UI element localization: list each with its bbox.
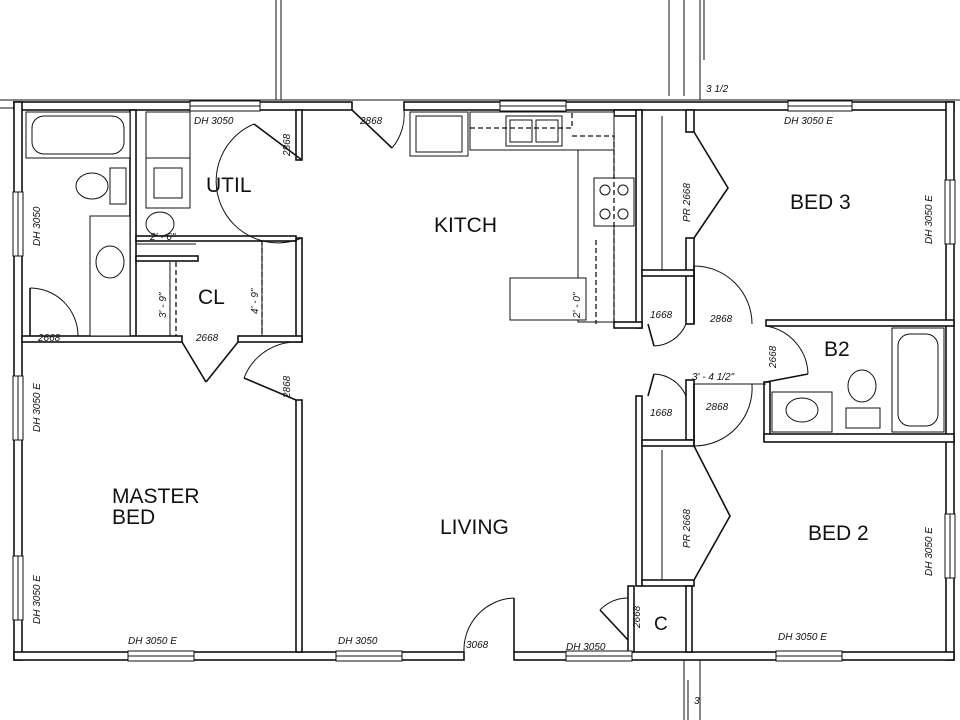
- dim-util-width: 2' - 6": [149, 232, 176, 243]
- tag-window-bed2-right: DH 3050 E: [924, 527, 935, 576]
- tag-window-util-top: DH 3050: [194, 116, 234, 127]
- tag-door-master: 2868: [282, 375, 293, 399]
- dim-bar: 2' - 0": [572, 292, 583, 319]
- doors: [29, 109, 809, 653]
- door-bed3: [693, 265, 753, 325]
- room-label-master-1: MASTER: [112, 485, 200, 508]
- interior-walls: [21, 109, 955, 653]
- door-entry-top: [351, 109, 405, 149]
- tag-window-master-left-lower: DH 3050 E: [32, 575, 43, 624]
- room-label-living: LIVING: [440, 516, 509, 539]
- tag-door-linen-upper: 1668: [650, 310, 673, 321]
- tag-door-bed3: 2868: [709, 314, 733, 325]
- tag-window-closet-bottom: DH 3050: [566, 642, 606, 653]
- toilet-tank: [109, 167, 127, 205]
- tag-door-bath: 2668: [37, 333, 61, 344]
- window-tags: DH 3050 DH 3050 E DH 3050 DH 3050 E DH 3…: [32, 116, 935, 653]
- refrigerator: [409, 111, 469, 157]
- door-linen-lower: [647, 373, 687, 397]
- room-label-b2: B2: [824, 338, 850, 361]
- room-label-kitch: KITCH: [434, 214, 497, 237]
- room-label-util: UTIL: [206, 174, 252, 197]
- door-b2: [765, 325, 809, 383]
- door-master: [243, 341, 297, 401]
- tag-window-bed2-bottom: DH 3050 E: [778, 632, 827, 643]
- tag-window-master-left-upper: DH 3050 E: [32, 383, 43, 432]
- b2-bathtub: [891, 327, 945, 433]
- tag-door-bed3-closet: PR 2668: [682, 183, 693, 222]
- room-label-master-2: BED: [112, 506, 155, 529]
- door-closet: [181, 341, 239, 383]
- tag-window-bed3-top: DH 3050 E: [784, 116, 833, 127]
- tag-door-util: 2868: [282, 133, 293, 157]
- room-labels: UTIL CL KITCH BED 3 B2 MASTER BED LIVING…: [112, 174, 869, 635]
- dim-top-right: 3 1/2: [706, 84, 729, 95]
- dim-bottom-right: 3: [694, 696, 700, 707]
- tag-window-living-bottom: DH 3050: [338, 636, 378, 647]
- tag-door-bed2: 2868: [705, 402, 729, 413]
- door-front: [463, 597, 515, 653]
- tag-door-front: 3068: [466, 640, 489, 651]
- tag-window-master-bottom: DH 3050 E: [128, 636, 177, 647]
- kitchen-sink: [505, 115, 563, 147]
- room-label-bed2: BED 2: [808, 522, 869, 545]
- tag-door-c: 2668: [632, 605, 643, 629]
- door-util: [215, 123, 303, 244]
- door-bed2: [693, 383, 753, 447]
- bathtub: [25, 111, 131, 159]
- utility-sink: [145, 211, 175, 237]
- door-bed3-closet: [693, 131, 729, 239]
- tag-door-bed2-closet: PR 2668: [682, 509, 693, 548]
- tag-door-b2: 2668: [768, 345, 779, 369]
- b2-toilet: [847, 369, 877, 403]
- room-label-cl: CL: [198, 286, 225, 309]
- tag-window-bath-left: DH 3050: [32, 206, 43, 246]
- dimensions: 2' - 6" 3' - 9" 4' - 9" 2' - 0" 3' - 4 1…: [136, 84, 766, 707]
- door-tags: 2868 2868 2668 2668 2868 PR 2668 1668 28…: [37, 116, 779, 651]
- b2-vanity: [771, 391, 833, 433]
- fixtures: [25, 111, 945, 580]
- door-c: [599, 597, 629, 641]
- tag-door-entry-top: 2868: [359, 116, 383, 127]
- room-label-c: C: [654, 614, 668, 635]
- breakfast-bar: [509, 277, 587, 321]
- vanity: [89, 215, 131, 337]
- tag-door-closet: 2668: [195, 333, 219, 344]
- washer: [145, 157, 191, 209]
- tag-door-linen-lower: 1668: [650, 408, 673, 419]
- door-bed2-closet: [693, 445, 731, 581]
- room-label-bed3: BED 3: [790, 191, 851, 214]
- tag-window-bed3-right: DH 3050 E: [924, 195, 935, 244]
- dim-hall: 3' - 4 1/2": [692, 372, 735, 383]
- door-linen-upper: [647, 323, 687, 347]
- windows: [12, 100, 956, 662]
- toilet: [75, 172, 109, 200]
- dim-cl-left: 3' - 9": [158, 292, 169, 318]
- door-bath: [29, 287, 79, 337]
- water-heater: [145, 111, 191, 159]
- dim-cl-right: 4' - 9": [250, 288, 261, 314]
